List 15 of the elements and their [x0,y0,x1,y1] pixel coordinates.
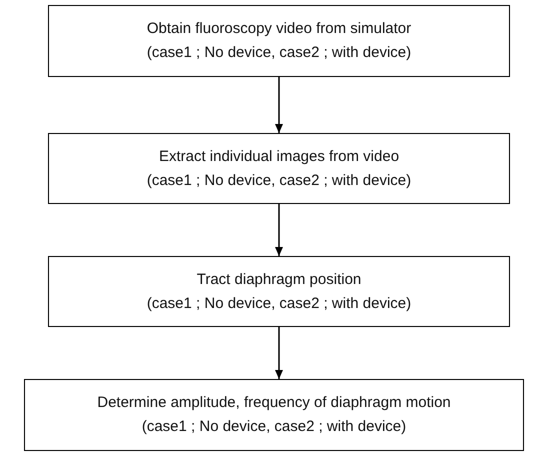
process-box [24,379,524,451]
arrow [275,204,283,256]
step-note: (case1 ; No device, case2 ; with device) [146,43,412,63]
process-box [48,133,510,204]
step-title: Determine amplitude, frequency of diaphragm motion [97,393,451,413]
step-note: (case1 ; No device, case2 ; with device) [146,170,412,190]
step-note: (case1 ; No device, case2 ; with device) [142,417,406,437]
step-title: Obtain fluoroscopy video from simulator [146,19,412,39]
step-note: (case1 ; No device, case2 ; with device) [146,294,412,314]
step-title: Extract individual images from video [158,146,400,166]
arrow [275,327,283,379]
process-box [48,5,510,77]
step-title: Tract diaphragm position [196,270,362,290]
process-box [48,256,510,327]
arrow [275,77,283,133]
